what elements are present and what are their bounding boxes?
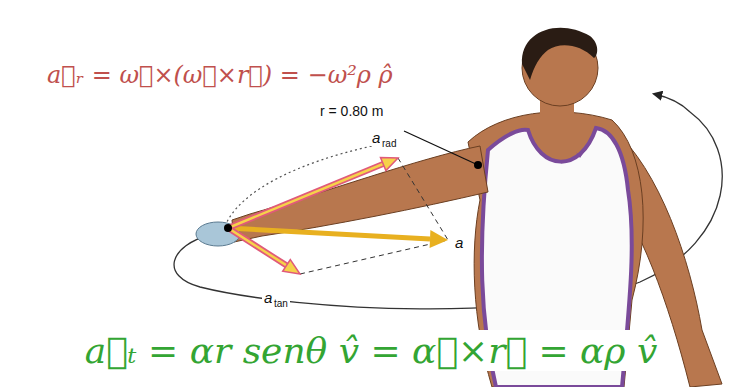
tangential-formula: a⃗ₜ = αr senθ v̂ = α⃗×r⃗ = αρ v̂ [83,330,660,371]
athlete-hair [522,28,597,80]
radial-arrowhead [381,158,399,171]
vector-symbol: a [453,234,465,251]
subscript-label: tan [272,298,290,310]
tangential-arrow [228,228,287,265]
orbit-arrow [654,94,690,112]
tangential-arrowhead [283,260,300,275]
discus-point [224,224,232,232]
subscript-label: rad [380,138,398,150]
parallelogram-line [300,240,448,274]
radius-line [404,131,478,165]
dimension-label: r = 0.80 m [318,103,385,119]
parallelogram-line [398,158,448,240]
acceleration-arrowhead [430,230,448,248]
tangential-arrow [228,228,287,265]
radial-formula: a⃗ᵣ = ω⃗×(ω⃗×r⃗) = −ω²ρ ρ̂ [45,62,395,90]
acceleration-arrow [228,228,430,239]
shoulder-point [474,161,482,169]
radial-arrow [228,164,383,228]
radial-arrow [228,164,383,228]
athlete-emblem [576,152,584,158]
athlete-arm [232,146,488,242]
